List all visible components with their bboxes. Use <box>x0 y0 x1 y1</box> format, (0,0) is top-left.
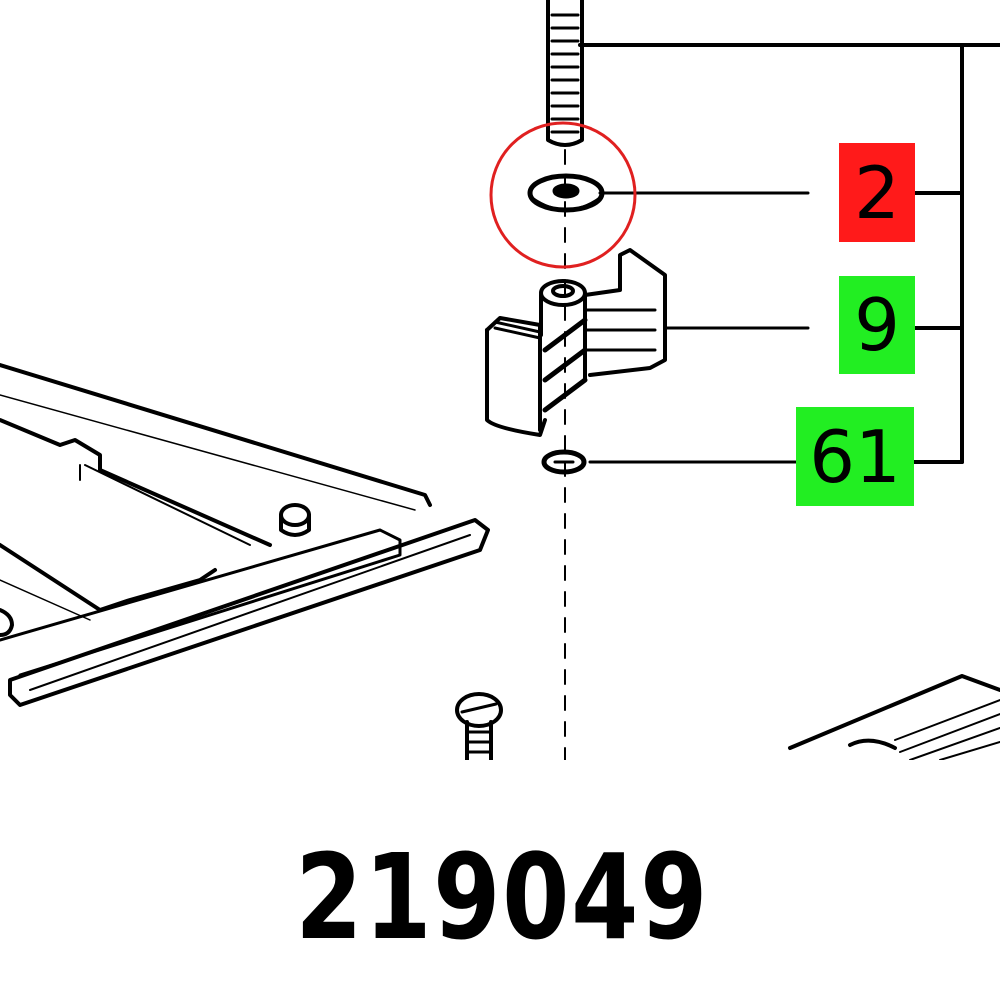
base-plate-icon <box>0 363 490 707</box>
highlight-circle <box>489 121 637 269</box>
callout-item-61[interactable]: 61 <box>796 407 914 506</box>
callout-label: 61 <box>809 414 901 499</box>
small-screw-icon <box>455 692 503 760</box>
exploded-parts-diagram <box>0 0 1000 760</box>
screw-icon <box>546 0 584 147</box>
callout-item-2[interactable]: 2 <box>839 143 915 242</box>
callout-label: 2 <box>854 150 900 235</box>
small-washer-icon <box>541 449 587 475</box>
clamp-bracket-icon <box>485 248 667 437</box>
part-number: 219049 <box>295 828 710 966</box>
washer-icon <box>527 173 605 213</box>
callout-label: 9 <box>854 283 900 367</box>
side-plate-icon <box>788 674 1000 760</box>
leader-lines <box>578 43 1000 464</box>
callout-item-9[interactable]: 9 <box>839 276 915 374</box>
